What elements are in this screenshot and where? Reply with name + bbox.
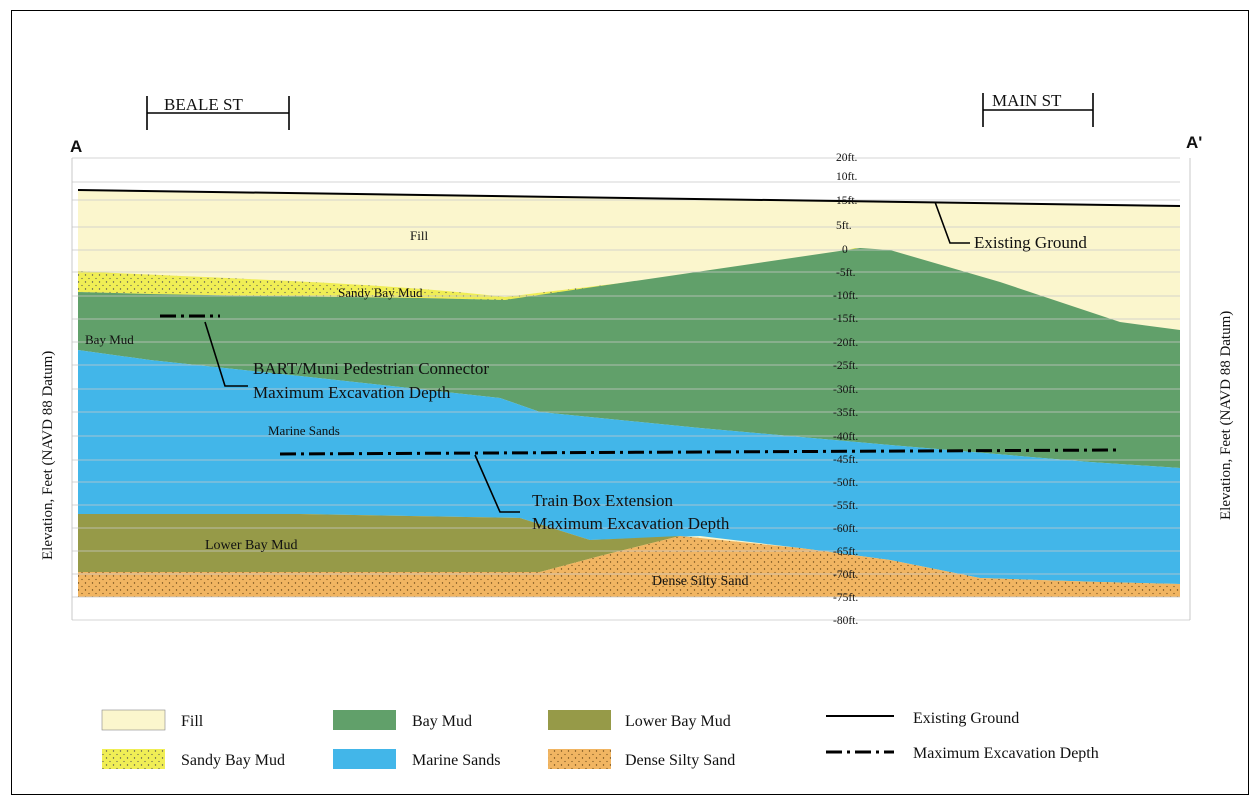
- right-axis-label: Elevation, Feet (NAVD 88 Datum): [1218, 311, 1234, 520]
- tick-label: -20ft.: [833, 337, 858, 349]
- dense-silty-sand-layer: [78, 536, 1180, 597]
- connector-callout-line2: Maximum Excavation Depth: [253, 383, 451, 402]
- bay-mud-layer: [78, 248, 1180, 468]
- tick-label: -75ft.: [833, 592, 858, 604]
- tick-label: -50ft.: [833, 477, 858, 489]
- beale-st-marker: [146, 96, 290, 130]
- sandy-bay-mud-layer: [78, 248, 880, 300]
- tick-label: -10ft.: [833, 290, 858, 302]
- legend-swatch-marine-sands: [333, 749, 396, 769]
- beale-st-label: BEALE ST: [164, 95, 243, 114]
- legend-label-existing-ground: Existing Ground: [913, 710, 1019, 727]
- section-start-label: A: [70, 137, 82, 156]
- trainbox-callout-line2: Maximum Excavation Depth: [532, 514, 730, 533]
- lower-bay-mud-layer-label: Lower Bay Mud: [205, 538, 298, 553]
- bay-mud-layer-label: Bay Mud: [85, 332, 134, 347]
- tick-label: -25ft.: [833, 360, 858, 372]
- legend-swatch-bay-mud: [333, 710, 396, 730]
- tick-label: 20ft.: [836, 152, 858, 164]
- fill-layer-label: Fill: [410, 228, 428, 243]
- elevation-ticks: 20ft. 10ft. 15ft. 5ft. 0 -5ft. -10ft. -1…: [833, 152, 858, 627]
- existing-ground-line: [77, 189, 1181, 207]
- legend-label-fill: Fill: [181, 713, 204, 730]
- legend-swatch-sandy-bay-mud: [102, 749, 165, 769]
- lower-bay-mud-layer: [78, 514, 680, 572]
- connector-callout-line1: BART/Muni Pedestrian Connector: [253, 359, 489, 378]
- existing-ground-callout: Existing Ground: [974, 233, 1087, 252]
- left-axis-label: Elevation, Feet (NAVD 88 Datum): [40, 351, 56, 560]
- sandy-bay-mud-layer-label: Sandy Bay Mud: [338, 285, 423, 300]
- tick-label: -30ft.: [833, 384, 858, 396]
- tick-label: -45ft.: [833, 454, 858, 466]
- dense-silty-sand-layer-label: Dense Silty Sand: [652, 574, 748, 589]
- layers: [78, 190, 1180, 597]
- tick-label: 0: [842, 244, 848, 256]
- tick-label: -40ft.: [833, 431, 858, 443]
- tick-label: -35ft.: [833, 407, 858, 419]
- main-st-marker: [982, 93, 1094, 127]
- legend-label-lower-bay-mud: Lower Bay Mud: [625, 713, 731, 730]
- tick-label: -70ft.: [833, 569, 858, 581]
- tick-label: 10ft.: [836, 171, 858, 183]
- tick-label: 15ft.: [836, 195, 858, 207]
- legend-label-sandy-bay-mud: Sandy Bay Mud: [181, 752, 285, 769]
- tick-label: -65ft.: [833, 546, 858, 558]
- leader-lines: [204, 201, 970, 513]
- tick-label: -80ft.: [833, 615, 858, 627]
- marine-sands-layer-label: Marine Sands: [268, 423, 340, 438]
- tick-label: 5ft.: [836, 220, 852, 232]
- elevation-gridlines: [71, 157, 1191, 621]
- legend-swatch-fill: [101, 709, 166, 731]
- legend-label-bay-mud: Bay Mud: [412, 713, 472, 730]
- section-end-label: A': [1186, 133, 1202, 152]
- legend-label-marine-sands: Marine Sands: [412, 752, 500, 769]
- legend-swatch-lower-bay-mud: [548, 710, 611, 730]
- trainbox-excavation-line: [279, 448, 1121, 456]
- tick-label: -60ft.: [833, 523, 858, 535]
- main-st-label: MAIN ST: [992, 91, 1062, 110]
- legend: Fill Bay Mud Lower Bay Mud Existing Grou…: [101, 709, 1099, 769]
- legend-swatch-dense-silty-sand: [548, 749, 611, 769]
- legend-label-max-excavation: Maximum Excavation Depth: [913, 745, 1099, 762]
- tick-label: -15ft.: [833, 313, 858, 325]
- legend-label-dense-silty-sand: Dense Silty Sand: [625, 752, 735, 769]
- tick-label: -5ft.: [836, 267, 856, 279]
- tick-label: -55ft.: [833, 500, 858, 512]
- marine-sands-layer: [78, 350, 1180, 584]
- trainbox-callout-line1: Train Box Extension: [532, 491, 674, 510]
